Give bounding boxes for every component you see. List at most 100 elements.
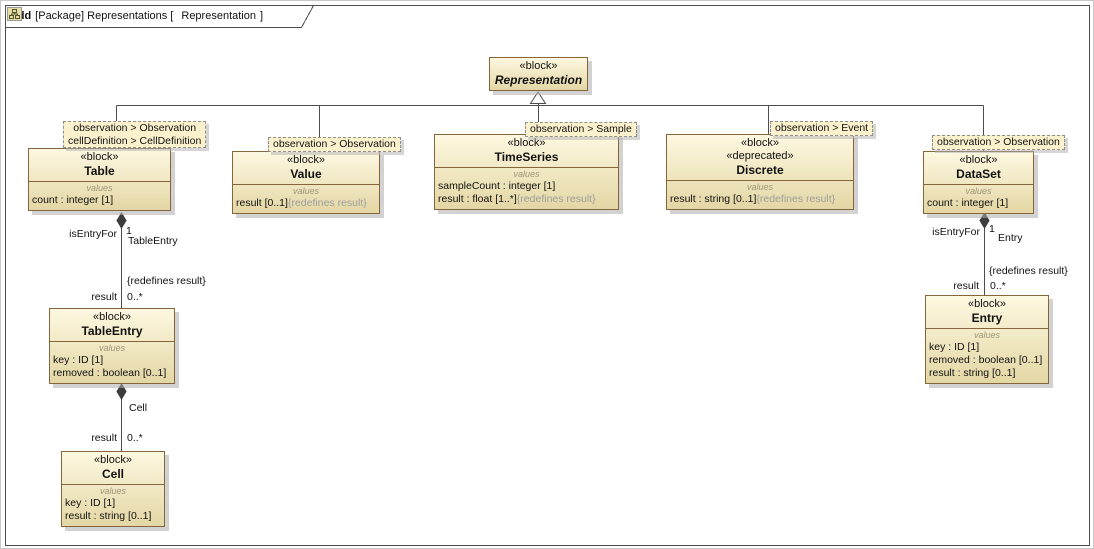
redefines-label-line: observation > Observation xyxy=(73,122,197,134)
redefines-label-line: observation > Observation xyxy=(937,136,1060,148)
block-name: TableEntry xyxy=(81,324,143,338)
property-text: result : float [1..*] xyxy=(438,193,517,205)
redefines-label-line: observation > Sample xyxy=(530,123,632,135)
property-text: result : string [0..1] xyxy=(65,510,152,522)
diagram-frame xyxy=(5,5,1090,546)
value-property: removed : boolean [0..1] xyxy=(929,354,1045,367)
values-compartment-label: values xyxy=(99,486,126,496)
composition-multiplicity-target-label[interactable]: 0..* xyxy=(990,280,1006,292)
property-text: removed : boolean [0..1] xyxy=(53,367,167,379)
property-redefines-text: {redefines result} xyxy=(516,193,596,205)
block-table-values: values count : integer [1] xyxy=(29,181,170,210)
value-property: count : integer [1] xyxy=(927,197,1030,210)
redefines-label-value[interactable]: observation > Observation xyxy=(268,137,401,152)
values-compartment-label: values xyxy=(746,182,773,192)
values-compartment-label: values xyxy=(973,330,1000,340)
block-name: Discrete xyxy=(736,163,784,177)
redefines-label-timeseries[interactable]: observation > Sample xyxy=(525,122,637,137)
value-property: key : ID [1] xyxy=(53,354,171,367)
property-text: count : integer [1] xyxy=(927,197,1009,209)
redefines-label-line: observation > Observation xyxy=(273,138,396,150)
property-text: key : ID [1] xyxy=(53,354,104,366)
block-table[interactable]: «block» Table values count : integer [1] xyxy=(28,148,171,211)
block-name: Representation xyxy=(494,73,583,87)
composition-role-target-label[interactable]: result xyxy=(953,280,979,292)
composition-multiplicity-target-label[interactable]: 0..* xyxy=(127,291,143,303)
block-value-header: «block» Value xyxy=(233,152,379,184)
stereotype-label: «block» xyxy=(959,154,998,166)
composition-role-target-label[interactable]: result xyxy=(91,291,117,303)
redefines-label-line: observation > Event xyxy=(775,122,869,134)
stereotype-label: «block» xyxy=(519,60,558,72)
redefines-label-dataset[interactable]: observation > Observation xyxy=(932,135,1065,150)
composition-diamond-icon xyxy=(116,383,127,400)
stereotype-label: «block» xyxy=(80,151,119,163)
stereotype-label: «block» xyxy=(741,137,779,149)
property-redefines-text: {redefines result} xyxy=(287,197,367,209)
value-property: sampleCount : integer [1] xyxy=(438,180,615,193)
composition-role-source-label[interactable]: isEntryFor xyxy=(69,228,117,240)
redefines-label-table[interactable]: observation > Observation cellDefinition… xyxy=(63,121,207,148)
values-compartment-label: values xyxy=(965,186,992,196)
block-entry-values: values key : ID [1] removed : boolean [0… xyxy=(926,328,1048,383)
composition-role-target-label[interactable]: result xyxy=(91,432,117,444)
diagram-frame-tab[interactable]: bdd [Package] Representations [ Represen… xyxy=(7,7,263,25)
property-text: sampleCount : integer [1] xyxy=(438,180,556,192)
bdd-diagram-icon xyxy=(7,7,22,21)
value-property: result : float [1..*]{redefines result} xyxy=(438,193,615,206)
composition-part-name-label[interactable]: Cell xyxy=(129,402,148,414)
redefines-label-line: cellDefinition > CellDefinition xyxy=(68,134,202,147)
composition-part-name-label[interactable]: TableEntry xyxy=(128,235,178,247)
block-timeseries-header: «block» TimeSeries xyxy=(435,135,618,167)
block-cell-values: values key : ID [1] result : string [0..… xyxy=(62,484,164,526)
block-name: Entry xyxy=(971,311,1003,325)
composition-multiplicity-target-label[interactable]: 0..* xyxy=(127,432,143,444)
composition-constraint-label[interactable]: {redefines result} xyxy=(989,265,1068,277)
block-tableentry[interactable]: «block» TableEntry values key : ID [1] r… xyxy=(49,308,175,384)
values-compartment-label: values xyxy=(86,183,113,193)
value-property: result [0..1]{redefines result} xyxy=(236,197,376,210)
block-name: TimeSeries xyxy=(494,150,559,164)
composition-role-source-label[interactable]: isEntryFor xyxy=(932,226,980,238)
block-tableentry-header: «block» TableEntry xyxy=(50,309,174,341)
generalization-arrow-icon xyxy=(529,91,547,104)
property-text: result : string [0..1] xyxy=(929,367,1016,379)
diagram-context-label: [Package] Representations [ xyxy=(35,10,174,22)
stereotype-label: «block» xyxy=(93,311,131,323)
block-dataset-header: «block» DataSet xyxy=(924,152,1033,184)
block-dataset[interactable]: «block» DataSet values count : integer [… xyxy=(923,151,1034,214)
block-name: Table xyxy=(84,164,115,178)
value-property: result : string [0..1]{redefines result} xyxy=(670,193,850,206)
composition-multiplicity-source-label[interactable]: 1 xyxy=(989,223,995,235)
block-discrete-values: values result : string [0..1]{redefines … xyxy=(667,180,853,209)
property-text: result [0..1] xyxy=(236,197,288,209)
composition-part-name-label[interactable]: Entry xyxy=(998,232,1023,244)
composition-diamond-icon xyxy=(116,212,127,229)
block-cell[interactable]: «block» Cell values key : ID [1] result … xyxy=(61,451,165,527)
property-text: key : ID [1] xyxy=(65,497,116,509)
block-value[interactable]: «block» Value values result [0..1]{redef… xyxy=(232,151,380,214)
diagram-frame-tab-outline xyxy=(5,5,314,28)
property-text: count : integer [1] xyxy=(32,194,114,206)
redefines-label-discrete[interactable]: observation > Event xyxy=(770,121,874,136)
composition-multiplicity-source-label[interactable]: 1 xyxy=(126,225,132,237)
value-property: key : ID [1] xyxy=(65,497,161,510)
value-property: key : ID [1] xyxy=(929,341,1045,354)
stereotype-label: «block» xyxy=(94,454,132,466)
composition-constraint-label[interactable]: {redefines result} xyxy=(127,275,206,287)
block-entry[interactable]: «block» Entry values key : ID [1] remove… xyxy=(925,295,1049,384)
block-table-header: «block» Table xyxy=(29,149,170,181)
block-name: Value xyxy=(290,167,322,181)
diagram-name-label: Representation xyxy=(181,10,256,22)
values-compartment-label: values xyxy=(98,343,125,353)
block-entry-header: «block» Entry xyxy=(926,296,1048,328)
stereotype-label: «block» xyxy=(507,137,546,149)
block-representation[interactable]: «block» Representation xyxy=(489,57,588,91)
value-property: result : string [0..1] xyxy=(929,367,1045,380)
block-discrete[interactable]: «block» «deprecated» Discrete values res… xyxy=(666,134,854,210)
values-compartment-label: values xyxy=(292,186,319,196)
block-timeseries[interactable]: «block» TimeSeries values sampleCount : … xyxy=(434,134,619,210)
block-discrete-header: «block» «deprecated» Discrete xyxy=(667,135,853,180)
value-property: count : integer [1] xyxy=(32,194,167,207)
diagram-close-bracket: ] xyxy=(259,10,264,22)
